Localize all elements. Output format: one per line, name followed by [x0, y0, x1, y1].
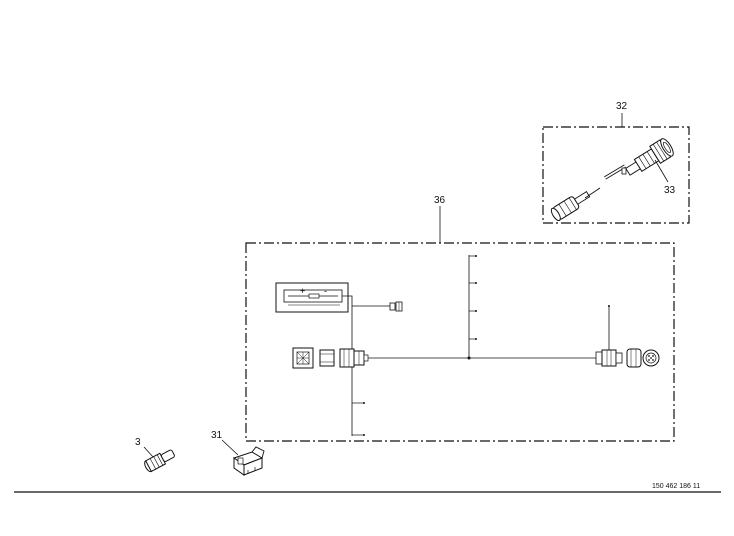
battery-plus-symbol: + [300, 286, 305, 296]
part-31-relay [232, 446, 265, 476]
callout-33-label: 33 [664, 185, 676, 196]
part-3-plug [144, 449, 175, 473]
callout-3-label: 3 [135, 437, 141, 448]
callout-31-label: 31 [211, 430, 223, 441]
part-3-group: 3 [135, 437, 175, 473]
harness-36-boundary [245, 242, 675, 442]
left-main-connector [339, 348, 369, 368]
callout-31-leader [221, 439, 239, 456]
harness-36-group: 36 + - [245, 195, 675, 442]
right-coupling-nut [626, 348, 642, 368]
callout-3-leader [143, 446, 155, 459]
battery-minus-symbol: - [324, 286, 327, 296]
sleeve-part [319, 349, 335, 367]
callout-36-label: 36 [434, 195, 446, 206]
callout-33-leader [654, 159, 669, 183]
male-connector-part-33 [621, 138, 674, 176]
battery-module: + - [275, 282, 349, 313]
round-socket-face [642, 349, 660, 367]
square-grid-connector [292, 347, 314, 369]
callout-32-label: 32 [616, 101, 628, 112]
document-number: 150 462 186 11 [652, 483, 700, 490]
assembly-32-boundary [542, 126, 690, 224]
female-connector-part [550, 187, 601, 222]
assembly-32-group: 32 [542, 101, 690, 224]
small-plug-connector [389, 301, 403, 312]
right-main-connector [595, 349, 623, 367]
part-31-group: 31 [211, 430, 265, 476]
module-lead-wire [342, 295, 390, 307]
